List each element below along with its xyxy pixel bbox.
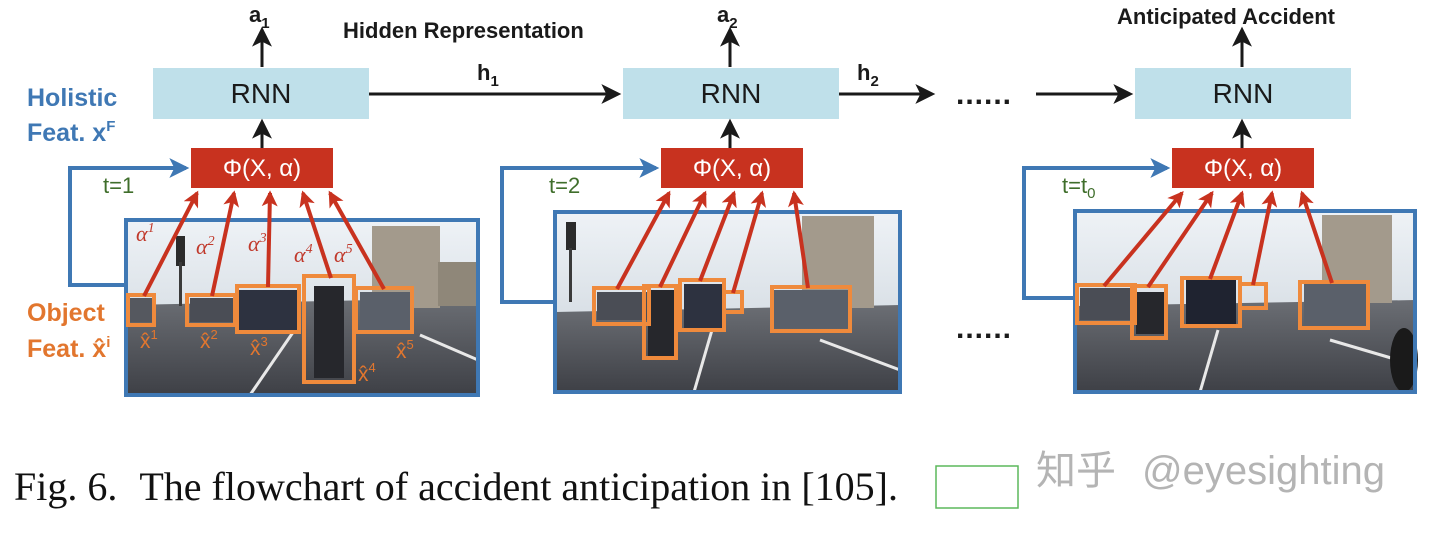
attention-phi-2: Φ(X, α)	[661, 148, 803, 188]
holistic-label-line1: Holistic	[27, 84, 117, 112]
object-box-f2-5	[770, 285, 852, 333]
rnn-cell-1: RNN	[153, 68, 369, 119]
alpha-label-2: α2	[196, 234, 215, 259]
attention-arrows-frame-3	[1102, 190, 1334, 289]
xhat-label-4: x̂4	[358, 360, 376, 386]
object-label-line1: Object	[27, 299, 105, 327]
attention-phi-1: Φ(X, α)	[191, 148, 333, 188]
ellipsis-top: ......	[956, 78, 1012, 111]
figure-caption: Fig. 6.The flowchart of accident anticip…	[14, 464, 898, 509]
attention-arrows-frame-2	[615, 190, 810, 294]
anticipated-accident-label: Anticipated Accident	[1117, 4, 1336, 29]
holistic-feature-arrow-1	[68, 158, 190, 287]
attention-arrows-frame-1	[142, 190, 386, 297]
holistic-label-line2: Feat. xF	[27, 118, 115, 147]
attention-phi-3: Φ(X, α)	[1172, 148, 1314, 188]
rnn-cell-3-label: RNN	[1213, 78, 1274, 109]
object-box-f2-1	[592, 286, 651, 326]
hidden-h2-label: h2	[857, 60, 879, 90]
hidden-representation-label: Hidden Representation	[343, 18, 584, 43]
hidden-h1-label: h1	[477, 60, 499, 90]
alpha-label-3: α3	[248, 231, 267, 256]
rnn-cell-3: RNN	[1135, 68, 1351, 119]
output-a1-label: a1	[249, 2, 270, 32]
xhat-label-5: x̂5	[396, 337, 414, 363]
citation-105: 105	[815, 464, 875, 509]
video-frame-3	[1073, 209, 1418, 394]
holistic-feature-arrow-3	[1022, 158, 1171, 300]
attention-phi-2-label: Φ(X, α)	[693, 155, 771, 182]
alpha-label-5: α5	[334, 242, 353, 267]
attention-weights-frame-1: α1 α2 α3 α4 α5	[136, 221, 353, 267]
xhat-label-1: x̂1	[140, 327, 158, 353]
zhihu-logo-watermark: 知乎	[1036, 449, 1116, 493]
attention-phi-3-label: Φ(X, α)	[1204, 155, 1282, 182]
object-box-f1-1	[126, 293, 156, 327]
ellipsis-bottom: ......	[956, 312, 1012, 345]
video-frame-2	[553, 210, 902, 394]
attention-phi-1-label: Φ(X, α)	[223, 155, 301, 182]
holistic-feature-arrow-2	[500, 158, 660, 304]
xhat-label-2: x̂2	[200, 327, 218, 353]
object-feature-labels-frame-1: x̂1 x̂2 x̂3 x̂4 x̂5	[140, 327, 414, 386]
time-step-label-3: t=t0	[1062, 173, 1095, 202]
time-step-label-2: t=2	[549, 173, 580, 198]
rnn-cell-2-label: RNN	[701, 78, 762, 109]
rnn-cell-1-label: RNN	[231, 78, 292, 109]
alpha-label-1: α1	[136, 221, 155, 246]
alpha-label-4: α4	[294, 242, 313, 267]
xhat-label-3: x̂3	[250, 334, 268, 360]
object-label-line2: Feat. x̂i	[27, 334, 110, 363]
object-box-f3-5	[1298, 280, 1370, 330]
output-a2-label: a2	[717, 2, 738, 32]
time-step-label-1: t=1	[103, 173, 134, 198]
watermark-handle: @eyesighting	[1142, 449, 1385, 493]
citation-link-box[interactable]	[935, 465, 1019, 509]
rnn-cell-2: RNN	[623, 68, 839, 119]
